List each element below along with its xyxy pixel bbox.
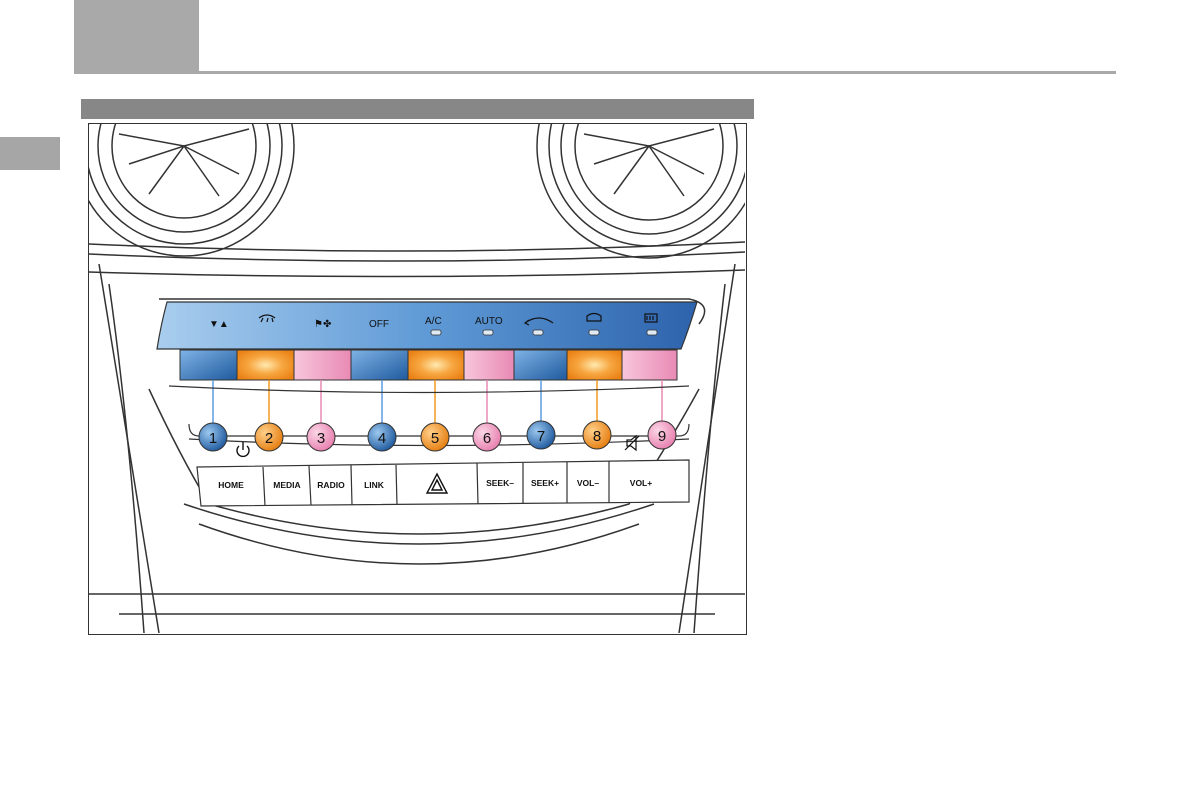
radio-button[interactable]: RADIO xyxy=(317,480,345,490)
rear-defrost-button[interactable] xyxy=(622,350,677,380)
callout-label-4: 4 xyxy=(378,430,386,447)
media-button[interactable]: MEDIA xyxy=(273,480,300,490)
airflow-mode-button[interactable] xyxy=(180,350,237,380)
airflow-mode-label: ▼▲ xyxy=(209,319,229,330)
callout-label-2: 2 xyxy=(265,430,273,447)
dashboard-outline xyxy=(89,242,745,633)
off-button[interactable] xyxy=(351,350,408,380)
vol-plus-button[interactable]: VOL+ xyxy=(630,478,652,488)
callout-label-6: 6 xyxy=(483,430,491,447)
home-button[interactable]: HOME xyxy=(218,480,244,490)
fan-icon: ⚑✤ xyxy=(314,319,331,330)
auto-button[interactable] xyxy=(464,350,514,380)
media-button-strip xyxy=(197,460,689,506)
callout-label-7: 7 xyxy=(537,428,545,445)
ac-button[interactable] xyxy=(408,350,464,380)
power-icon xyxy=(237,442,249,456)
off-label: OFF xyxy=(369,319,389,330)
mute-icon xyxy=(625,436,639,450)
defrost-button[interactable] xyxy=(237,350,294,380)
header-rule xyxy=(74,71,1116,74)
seek-minus-button[interactable]: SEEK– xyxy=(486,478,514,488)
callout-label-1: 1 xyxy=(209,430,217,447)
chapter-header-block xyxy=(74,0,199,72)
front-defrost-button[interactable] xyxy=(567,350,622,380)
vol-minus-button[interactable]: VOL– xyxy=(577,478,599,488)
section-bar xyxy=(81,99,754,119)
callout-leader-lines xyxy=(213,380,662,426)
callout-label-8: 8 xyxy=(593,428,601,445)
left-air-vent xyxy=(89,124,294,256)
callout-label-3: 3 xyxy=(317,430,325,447)
climate-button-row xyxy=(180,350,677,380)
svg-text:⚑✤: ⚑✤ xyxy=(314,319,331,330)
fan-speed-button[interactable] xyxy=(294,350,351,380)
right-air-vent xyxy=(537,124,745,258)
ac-label: A/C xyxy=(425,316,442,327)
control-panel-illustration: ▼▲ ⚑✤ OFF A/C AUTO xyxy=(89,124,745,633)
callout-label-5: 5 xyxy=(431,430,439,447)
link-button[interactable]: LINK xyxy=(364,480,385,490)
recirculation-button[interactable] xyxy=(514,350,567,380)
seek-plus-button[interactable]: SEEK+ xyxy=(531,478,559,488)
control-panel-figure: ▼▲ ⚑✤ OFF A/C AUTO xyxy=(88,123,747,635)
side-tab xyxy=(0,137,60,170)
callout-label-9: 9 xyxy=(658,428,666,445)
auto-label: AUTO xyxy=(475,316,503,327)
